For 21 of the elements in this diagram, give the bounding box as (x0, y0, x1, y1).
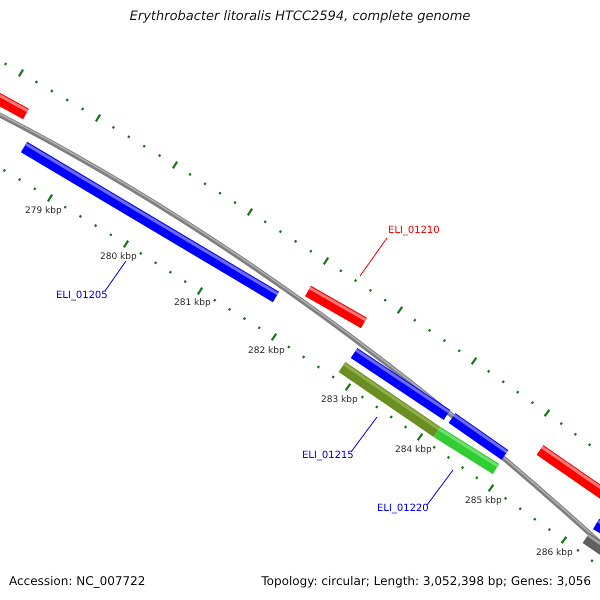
scale-label: 284 kbp (395, 446, 432, 456)
title: Erythrobacter litoralis HTCC2594, complete genome (128, 10, 472, 24)
gene-bar (434, 426, 500, 474)
gene-label: ELI_01210 (388, 225, 440, 236)
scale-label: 279 kbp (25, 207, 62, 217)
scale-label: 282 kbp (248, 347, 285, 357)
leader-line (360, 238, 388, 276)
scale-label: 285 kbp (465, 497, 502, 507)
leader-line (350, 416, 378, 452)
scale-label: 280 kbp (100, 253, 137, 263)
gene-label: ELI_01220 (377, 503, 429, 514)
accession-text: Accession: NC_007722 (9, 575, 146, 588)
scale-label: 281 kbp (174, 299, 211, 309)
gene-bar (305, 286, 367, 328)
genome-summary-text: Topology: circular; Length: 3,052,398 bp; Genes: 3,056 (261, 575, 591, 588)
scale-label: 283 kbp (321, 396, 358, 406)
leader-line (104, 260, 126, 292)
scale-label: 286 kbp (536, 549, 573, 559)
gene-label: ELI_01215 (302, 450, 354, 461)
gene-label: ELI_01205 (56, 290, 108, 301)
gene-bar (338, 362, 440, 437)
